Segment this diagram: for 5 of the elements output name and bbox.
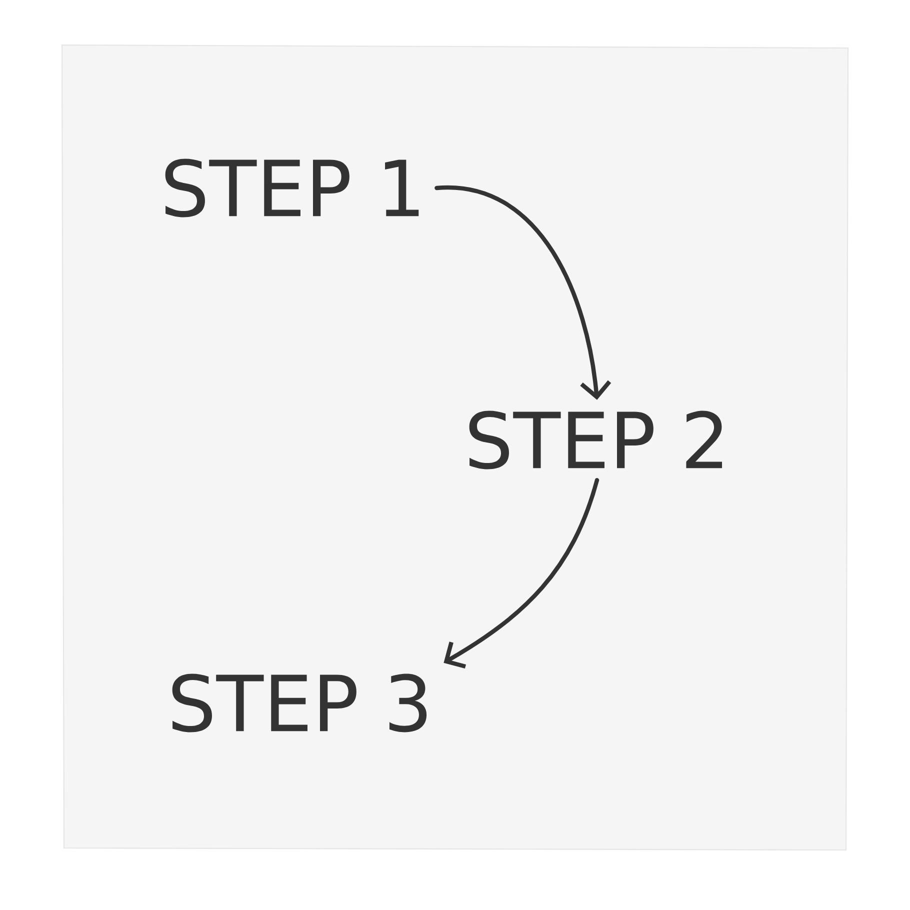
step-label: STEP 1: [165, 158, 419, 218]
arrow: [434, 186, 612, 400]
arrow: [444, 478, 600, 669]
step-label: STEP 3: [172, 674, 427, 732]
step-label: STEP 2: [469, 410, 722, 470]
